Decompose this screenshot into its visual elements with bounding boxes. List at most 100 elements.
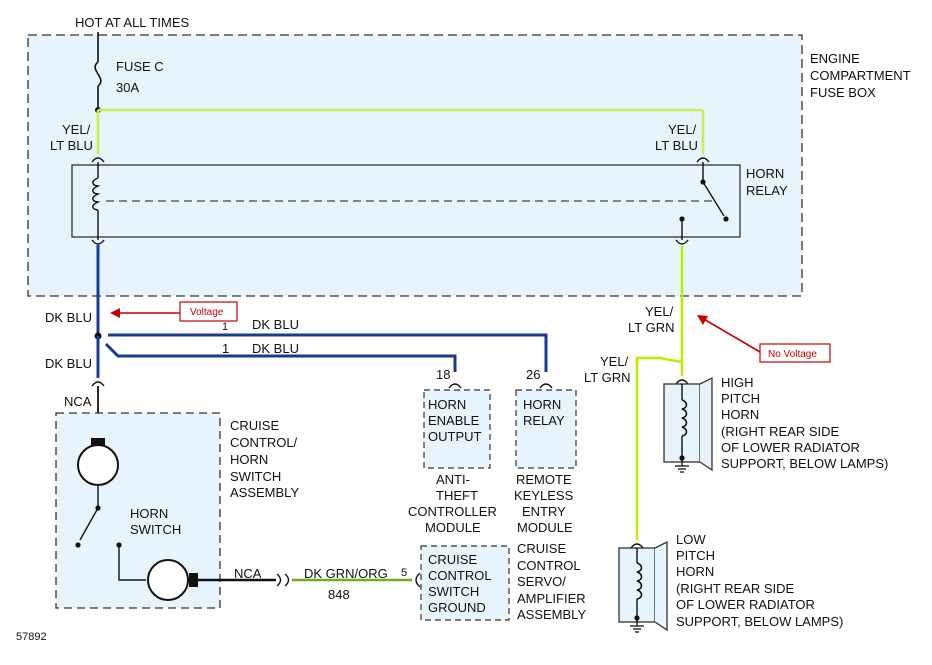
switch-assembly-label-1: CRUISE bbox=[230, 418, 279, 433]
high-horn-label-3: HORN bbox=[721, 407, 759, 422]
nca-bottom-label: NCA bbox=[234, 566, 262, 581]
low-horn-label-6: SUPPORT, BELOW LAMPS) bbox=[676, 614, 843, 629]
low-horn-connector bbox=[630, 543, 644, 549]
voltage-callout-box bbox=[179, 301, 238, 322]
dk-blu-upper-label: DK BLU bbox=[45, 310, 92, 325]
low-horn-label-1: LOW bbox=[676, 532, 706, 547]
clockspring-upper-block bbox=[91, 438, 105, 447]
anti-theft-module-1: ANTI- bbox=[436, 472, 470, 487]
servo-box-3: SWITCH bbox=[428, 584, 479, 599]
circuit-848-label: 848 bbox=[328, 587, 350, 602]
yel-lt-grn-right-label-1: YEL/ bbox=[645, 304, 674, 319]
high-horn-bell bbox=[699, 376, 713, 472]
dk-grn-org-label: DK GRN/ORG bbox=[304, 566, 388, 581]
switch-assembly-label-5: ASSEMBLY bbox=[230, 485, 299, 500]
keyless-box-2: RELAY bbox=[523, 413, 565, 428]
anti-theft-module-4: MODULE bbox=[425, 520, 481, 535]
keyless-module-4: MODULE bbox=[517, 520, 573, 535]
yel-lt-blu-right-label-1: YEL/ bbox=[668, 122, 697, 137]
low-horn-ground-node bbox=[634, 615, 640, 621]
dk-blu-lower-label: DK BLU bbox=[45, 356, 92, 371]
anti-theft-pin: 18 bbox=[436, 367, 450, 382]
switch-assembly-label-3: HORN bbox=[230, 452, 268, 467]
diagram-id: 57892 bbox=[16, 631, 47, 643]
servo-box-1: CRUISE bbox=[428, 552, 477, 567]
fuse-rating: 30A bbox=[116, 80, 139, 95]
anti-theft-box-1: HORN bbox=[428, 397, 466, 412]
anti-theft-box bbox=[423, 389, 491, 469]
relay-switch-contact-a bbox=[723, 216, 729, 222]
pin-5-label: 5 bbox=[401, 567, 407, 579]
high-horn-coil bbox=[681, 399, 688, 437]
dk-blu-run-to-keyless bbox=[108, 333, 548, 372]
servo-box bbox=[420, 545, 510, 621]
high-horn-label-4: (RIGHT REAR SIDE bbox=[721, 424, 840, 439]
high-horn-connector bbox=[675, 379, 689, 385]
fuse-box-label-3: FUSE BOX bbox=[810, 85, 876, 100]
keyless-pin: 26 bbox=[526, 367, 540, 382]
servo-label-5: ASSEMBLY bbox=[517, 607, 586, 622]
low-horn-label-4: (RIGHT REAR SIDE bbox=[676, 581, 795, 596]
keyless-connector bbox=[539, 383, 553, 389]
fuse-box-label-1: ENGINE bbox=[810, 51, 860, 66]
servo-label-4: AMPLIFIER bbox=[517, 591, 586, 606]
relay-connector-right-bottom bbox=[675, 239, 689, 245]
servo-label-3: SERVO/ bbox=[517, 574, 566, 589]
voltage-callout-text: Voltage bbox=[190, 307, 224, 318]
relay-connector-right-top bbox=[696, 157, 710, 163]
fuse-box-label-2: COMPARTMENT bbox=[810, 68, 911, 83]
keyless-module-3: ENTRY bbox=[522, 504, 566, 519]
relay-coil bbox=[92, 177, 101, 211]
switch-assembly-label-4: SWITCH bbox=[230, 469, 281, 484]
servo-connector bbox=[415, 572, 421, 588]
dk-blu-run2-label: DK BLU bbox=[252, 341, 299, 356]
servo-label-2: CONTROL bbox=[517, 558, 581, 573]
no-voltage-callout-arrow bbox=[701, 317, 761, 353]
anti-theft-connector bbox=[448, 383, 462, 389]
yel-lt-blu-left-label-1: YEL/ bbox=[62, 122, 91, 137]
yel-lt-grn-jumper-wire bbox=[635, 356, 683, 540]
high-horn-label-6: SUPPORT, BELOW LAMPS) bbox=[721, 456, 888, 471]
relay-connector-left-bottom bbox=[91, 239, 105, 245]
low-horn-bell bbox=[654, 540, 668, 632]
low-horn-label-5: OF LOWER RADIATOR bbox=[676, 597, 815, 612]
relay-switch-blade bbox=[702, 181, 725, 217]
low-horn-label-3: HORN bbox=[676, 564, 714, 579]
keyless-module-1: REMOTE bbox=[516, 472, 572, 487]
keyless-box-1: HORN bbox=[523, 397, 561, 412]
low-horn-coil bbox=[636, 562, 643, 600]
servo-box-4: GROUND bbox=[428, 600, 486, 615]
pin-1a-label: 1 bbox=[222, 321, 228, 333]
yel-lt-grn-right-label-2: LT GRN bbox=[628, 320, 674, 335]
horn-switch-label-1: HORN bbox=[130, 506, 168, 521]
horn-switch-return bbox=[118, 545, 146, 581]
low-horn-label-2: PITCH bbox=[676, 548, 715, 563]
horn-switch-contact-a bbox=[75, 542, 81, 548]
yel-lt-grn-left-label-2: LT GRN bbox=[584, 370, 630, 385]
fuse-name: FUSE C bbox=[116, 59, 164, 74]
clockspring-upper bbox=[77, 444, 119, 486]
high-horn-ground-node bbox=[679, 455, 685, 461]
horn-switch-label-2: SWITCH bbox=[130, 522, 181, 537]
relay-connector-left-top bbox=[91, 157, 105, 163]
clockspring-lower bbox=[147, 559, 189, 601]
yel-lt-grn-left-label-1: YEL/ bbox=[600, 354, 629, 369]
keyless-module-2: KEYLESS bbox=[514, 488, 574, 503]
anti-theft-box-2: ENABLE bbox=[428, 413, 480, 428]
switch-assembly-connector bbox=[91, 381, 105, 387]
dk-blu-run1-label: DK BLU bbox=[252, 317, 299, 332]
inline-connector bbox=[276, 573, 290, 587]
anti-theft-module-2: THEFT bbox=[436, 488, 478, 503]
horn-relay-label-1: HORN bbox=[746, 166, 784, 181]
pin-1b-label: 1 bbox=[222, 341, 229, 356]
keyless-box bbox=[515, 389, 577, 469]
nca-top-label: NCA bbox=[64, 394, 92, 409]
high-horn-ground-icon bbox=[675, 460, 689, 473]
yel-lt-blu-right-label-2: LT BLU bbox=[655, 138, 698, 153]
high-horn-label-5: OF LOWER RADIATOR bbox=[721, 440, 860, 455]
anti-theft-module-3: CONTROLLER bbox=[408, 504, 497, 519]
voltage-callout-arrowhead bbox=[110, 308, 120, 318]
no-voltage-callout-arrowhead bbox=[697, 315, 708, 325]
anti-theft-box-3: OUTPUT bbox=[428, 429, 482, 444]
